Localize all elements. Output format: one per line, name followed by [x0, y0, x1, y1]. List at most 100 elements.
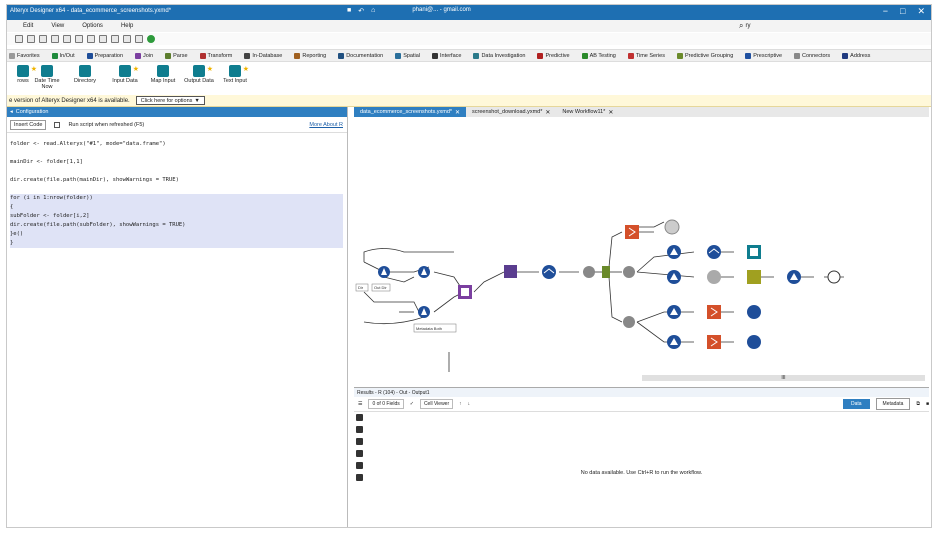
tool-node[interactable]: [667, 245, 681, 259]
close-button[interactable]: ✕: [917, 6, 925, 16]
category-tab[interactable]: Preparation: [86, 52, 123, 59]
check-icon[interactable]: ✓: [409, 401, 414, 407]
r-code-editor[interactable]: folder <- read.Alteryx("#1", mode="data.…: [10, 140, 343, 526]
category-tab[interactable]: In/Out: [51, 52, 75, 59]
undo-icon[interactable]: [87, 35, 95, 43]
output-icon[interactable]: [356, 462, 363, 469]
tool-button[interactable]: ★Text Input: [219, 65, 251, 84]
save-icon[interactable]: [27, 35, 35, 43]
redo-icon[interactable]: [99, 35, 107, 43]
tool-node[interactable]: [542, 265, 556, 279]
tool-node[interactable]: [747, 270, 761, 284]
zoom-out-icon[interactable]: [123, 35, 131, 43]
metadata-button[interactable]: Metadata: [875, 398, 911, 410]
lock-icon[interactable]: ⌂: [371, 7, 376, 14]
run-script-checkbox[interactable]: [54, 121, 61, 128]
cell-viewer-dropdown[interactable]: Cell Viewer: [419, 399, 454, 409]
tool-node[interactable]: [747, 305, 761, 319]
minimize-button[interactable]: −: [882, 6, 889, 16]
paste-icon[interactable]: [63, 35, 71, 43]
category-tab[interactable]: Join: [135, 52, 153, 59]
tool-node[interactable]: [602, 266, 610, 278]
table-icon[interactable]: [356, 414, 363, 421]
search-box[interactable]: ⌕ ry: [739, 21, 927, 30]
tool-node[interactable]: [418, 306, 430, 318]
tool-button[interactable]: Directory: [69, 65, 101, 84]
category-tab[interactable]: Prescriptive: [745, 52, 782, 59]
horizontal-scrollbar[interactable]: III: [642, 375, 925, 381]
tool-node[interactable]: [623, 316, 635, 328]
tool-node[interactable]: [747, 335, 761, 349]
menu-options[interactable]: Options: [82, 23, 103, 29]
fields-selector[interactable]: 0 of 0 Fields: [368, 399, 404, 409]
output-icon[interactable]: [356, 426, 363, 433]
category-tab[interactable]: Connectors: [794, 52, 830, 59]
new-icon[interactable]: [15, 35, 23, 43]
category-tab[interactable]: Spatial: [395, 52, 420, 59]
save-icon[interactable]: ■: [347, 7, 352, 14]
tool-node[interactable]: [667, 305, 681, 319]
menu-help[interactable]: Help: [120, 23, 134, 29]
more-about-link[interactable]: More About R: [309, 121, 343, 128]
tool-node[interactable]: [747, 245, 761, 259]
data-button[interactable]: Data: [842, 399, 870, 409]
close-tab-icon[interactable]: ✕: [608, 109, 614, 116]
category-tab[interactable]: Parse: [165, 52, 188, 59]
pin-icon[interactable]: ◂: [10, 109, 13, 115]
tool-node[interactable]: [707, 305, 721, 319]
tool-button[interactable]: ★Input Data: [109, 65, 141, 84]
maximize-button[interactable]: □: [900, 6, 906, 16]
tool-node[interactable]: [625, 225, 639, 239]
tool-node[interactable]: [707, 270, 721, 284]
copy-icon[interactable]: [51, 35, 59, 43]
copy-icon[interactable]: ⧉: [916, 401, 920, 407]
tool-node[interactable]: [378, 266, 390, 278]
save-icon[interactable]: ■: [925, 401, 929, 407]
tool-node[interactable]: [583, 266, 595, 278]
workflow-tab[interactable]: New Workflow11*✕: [556, 107, 619, 117]
tool-button[interactable]: ★Output Data: [183, 65, 215, 84]
workflow-canvas[interactable]: Dir Out Dir Metadata Both III: [354, 117, 929, 381]
category-tab[interactable]: Time Series: [627, 52, 665, 59]
output-icon[interactable]: [356, 474, 363, 481]
grid-icon[interactable]: ☰: [358, 401, 363, 407]
tool-button[interactable]: ★rows: [7, 65, 39, 84]
tool-node[interactable]: [707, 245, 721, 259]
close-tab-icon[interactable]: ✕: [545, 109, 551, 116]
tool-node[interactable]: [667, 335, 681, 349]
tool-button[interactable]: Map Input: [147, 65, 179, 84]
sort-up-icon[interactable]: ↑: [459, 401, 462, 407]
category-tab[interactable]: Predictive: [537, 52, 570, 59]
run-icon[interactable]: [147, 35, 155, 43]
search-input[interactable]: ry: [745, 22, 751, 29]
workflow-tab[interactable]: data_ecommerce_screenshots.yxmd*✕: [354, 107, 467, 117]
options-button[interactable]: Click here for options ▼: [135, 96, 205, 105]
zoom-in-icon[interactable]: [111, 35, 119, 43]
tool-button[interactable]: Date Time Now: [31, 65, 63, 90]
cut-icon[interactable]: [39, 35, 47, 43]
tool-node[interactable]: [623, 266, 635, 278]
output-icon[interactable]: [356, 450, 363, 457]
category-tab[interactable]: AB Testing: [581, 52, 616, 59]
category-tab[interactable]: Data Investigation: [473, 52, 525, 59]
insert-code-dropdown[interactable]: Insert Code: [10, 119, 47, 130]
tool-node[interactable]: [664, 219, 680, 235]
tool-node[interactable]: [827, 270, 841, 284]
sort-down-icon[interactable]: ↓: [467, 401, 471, 407]
undo-icon[interactable]: ↶: [358, 8, 365, 15]
zoom-fit-icon[interactable]: [135, 35, 143, 43]
tool-node[interactable]: [667, 270, 681, 284]
output-icon[interactable]: [356, 438, 363, 445]
delete-icon[interactable]: [75, 35, 83, 43]
close-tab-icon[interactable]: ✕: [455, 109, 461, 116]
category-tab[interactable]: In-Database: [244, 52, 282, 59]
category-tab[interactable]: Favorites: [9, 52, 40, 59]
category-tab[interactable]: Reporting: [294, 52, 326, 59]
category-tab[interactable]: Documentation: [338, 52, 383, 59]
category-tab[interactable]: Interface: [432, 52, 461, 59]
tool-node[interactable]: [504, 265, 517, 278]
tool-node[interactable]: [707, 335, 721, 349]
tool-node[interactable]: [418, 266, 430, 278]
workflow-tab[interactable]: screenshot_download.yxmd*✕: [466, 107, 556, 117]
tool-node[interactable]: [458, 285, 472, 299]
